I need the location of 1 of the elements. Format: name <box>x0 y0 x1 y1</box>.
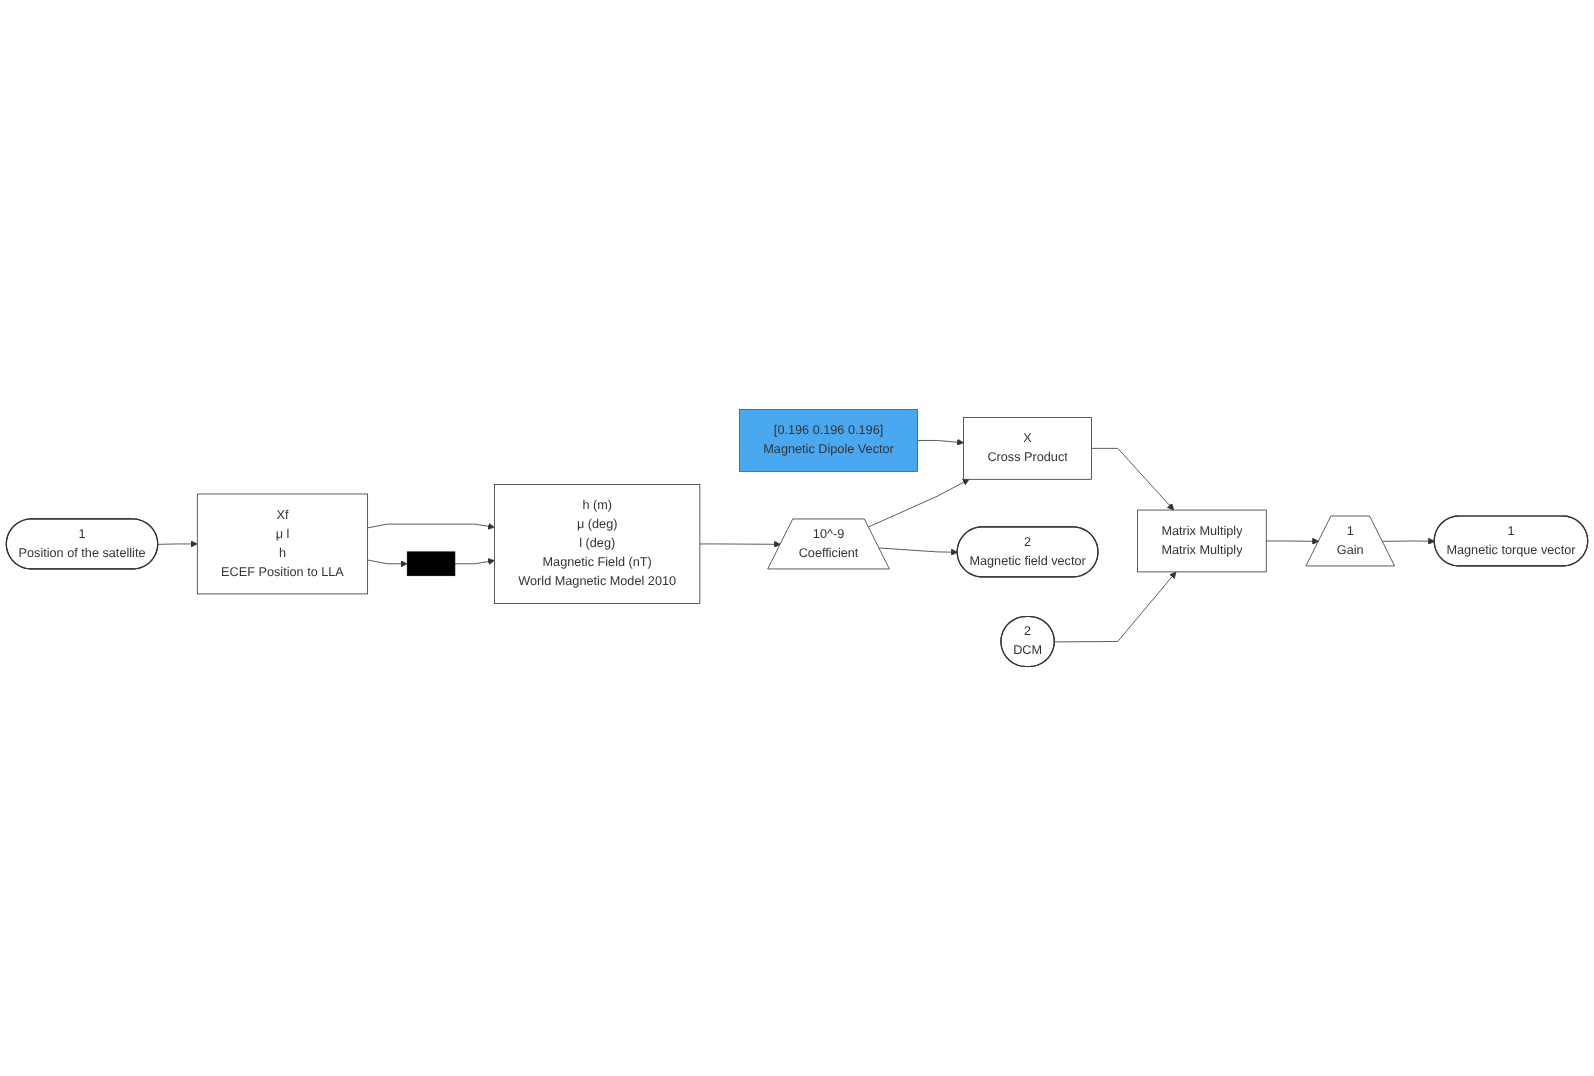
node-bar <box>406 551 456 577</box>
